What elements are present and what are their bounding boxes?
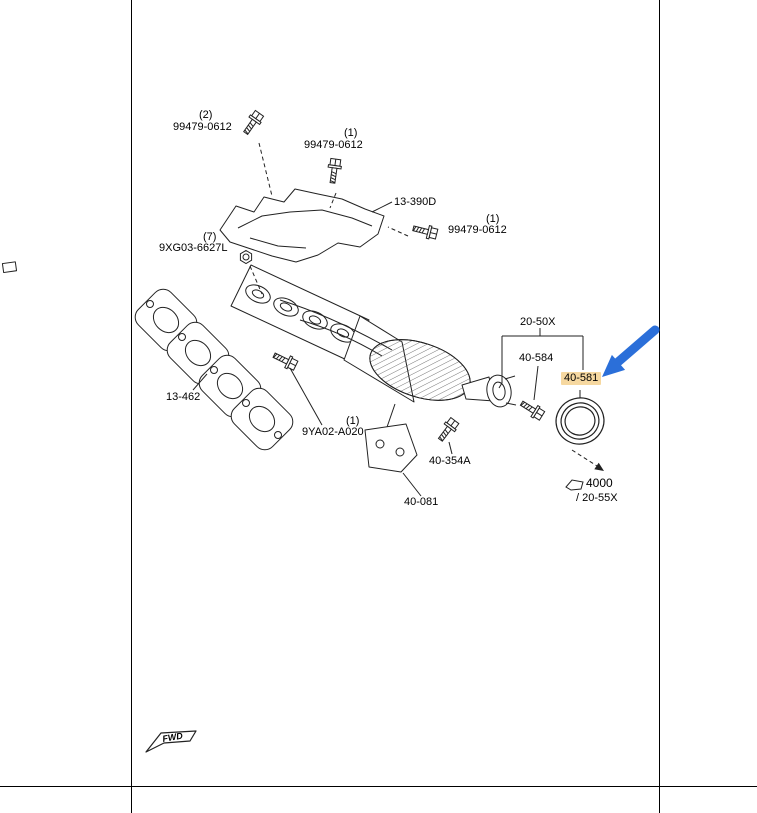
qty-shield-bolt-b: (1) [344, 127, 358, 139]
manifold-converter-drawing [230, 264, 517, 431]
page-border-bottom [0, 786, 757, 787]
part-manifold-gasket: 13-462 [166, 391, 201, 403]
part-heat-shield: 13-390D [394, 196, 437, 208]
hex-bolt-a-icon [239, 109, 266, 138]
hex-bolt-b-icon [325, 157, 343, 185]
hex-bolt-c-icon [411, 221, 439, 241]
part-bracket-bolt: 40-354A [429, 455, 471, 467]
outlet-stud-icon [517, 397, 546, 422]
reference-code: 4000 [586, 476, 613, 490]
part-manifold-nut: 9XG03-6627L [159, 242, 228, 254]
bracket-drawing [364, 423, 418, 473]
part-outlet-ring-gasket-highlighted: 40-581 [561, 372, 602, 385]
hex-nut-icon [239, 250, 253, 264]
part-shield-bolt-b: 99479-0612 [304, 139, 363, 151]
heat-shield-drawing [1, 188, 385, 274]
qty-manifold-nut: (7) [203, 231, 217, 243]
leader-lines [192, 142, 604, 497]
manifold-gasket-drawing [134, 288, 294, 451]
reference-pointer-icon [565, 479, 584, 491]
qty-shield-bolt-c: (1) [486, 213, 500, 225]
qty-shield-bolt-a: (2) [199, 109, 213, 121]
part-outlet-stud: 40-584 [519, 352, 554, 364]
part-converter-assembly: 20-50X [520, 316, 556, 328]
part-manifold-stud: 9YA02-A020 [302, 426, 364, 438]
page-border-right [659, 0, 660, 813]
qty-manifold-stud: (1) [346, 415, 360, 427]
ring-gasket-drawing [555, 397, 605, 445]
highlight-arrow-icon [602, 325, 660, 377]
part-bracket: 40-081 [404, 496, 439, 508]
part-shield-bolt-c: 99479-0612 [448, 224, 507, 236]
bracket-bolt-icon [434, 416, 461, 445]
fwd-arrow-icon: FWD [145, 730, 197, 753]
reference-group: / 20-55X [576, 492, 618, 504]
part-shield-bolt-a: 99479-0612 [173, 121, 232, 133]
manifold-stud-icon [270, 348, 300, 373]
page-border-left [131, 0, 132, 813]
fwd-label: FWD [162, 730, 184, 743]
